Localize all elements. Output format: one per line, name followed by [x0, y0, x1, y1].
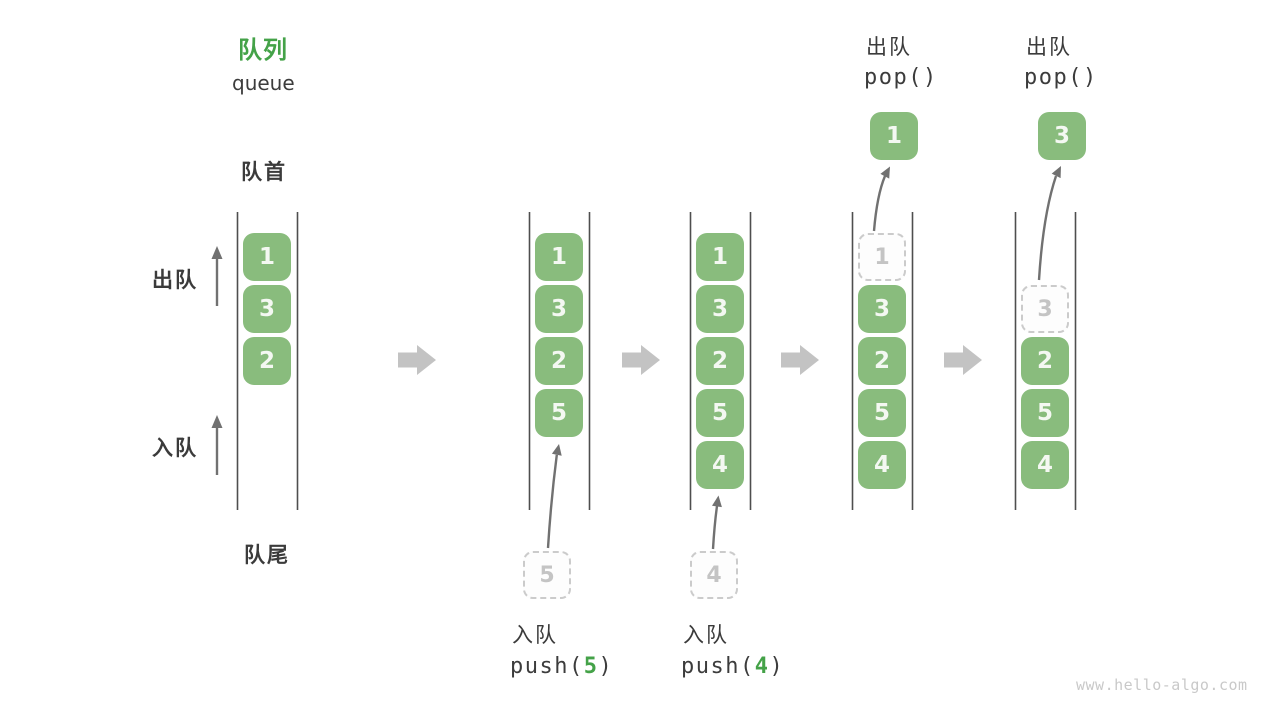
queue5-item: 4 [1021, 441, 1069, 489]
queue4-removed-item: 1 [858, 233, 906, 281]
queue3-item: 5 [696, 389, 744, 437]
pending-item-5: 5 [523, 551, 571, 599]
queue1-item: 1 [243, 233, 291, 281]
queue5-walls [1014, 212, 1077, 510]
queue2-item: 5 [535, 389, 583, 437]
queue4-walls [851, 212, 914, 510]
queue4-item: 2 [858, 337, 906, 385]
watermark: www.hello-algo.com [1076, 676, 1248, 694]
enqueue-side-label: 入队 [152, 436, 198, 460]
queue5-item: 2 [1021, 337, 1069, 385]
push4-code-pre: push( [681, 654, 755, 679]
queue3-item: 3 [696, 285, 744, 333]
pop1-arrow [872, 166, 890, 232]
queue2-item: 2 [535, 337, 583, 385]
state-transition-arrow-2 [622, 345, 660, 375]
pop1-code: pop() [864, 65, 938, 90]
push5-label: 入队 [512, 623, 558, 647]
push5-code-post: ) [598, 654, 614, 679]
push4-code-post: ) [769, 654, 785, 679]
push4-code-arg: 4 [754, 654, 770, 679]
push4-arrow [711, 495, 722, 550]
diagram-title: 队列 [238, 36, 288, 64]
push5-code: push(5) [510, 654, 613, 679]
queue5-item: 5 [1021, 389, 1069, 437]
push5-code-arg: 5 [583, 654, 599, 679]
pop2-arrow [1037, 166, 1061, 281]
rear-label: 队尾 [244, 543, 290, 567]
push5-code-pre: push( [510, 654, 584, 679]
popped-item-1: 1 [870, 112, 918, 160]
queue2-walls [528, 212, 591, 510]
queue4-item: 4 [858, 441, 906, 489]
queue1-item: 2 [243, 337, 291, 385]
queue1-walls [236, 212, 299, 510]
pop1-label: 出队 [866, 35, 912, 59]
diagram-subtitle: queue [232, 71, 295, 95]
queue1-item: 3 [243, 285, 291, 333]
state-transition-arrow-3 [781, 345, 819, 375]
front-label: 队首 [241, 160, 287, 184]
popped-item-2: 3 [1038, 112, 1086, 160]
queue4-item: 3 [858, 285, 906, 333]
queue3-item: 1 [696, 233, 744, 281]
queue3-item: 4 [696, 441, 744, 489]
queue5-removed-item: 3 [1021, 285, 1069, 333]
pop2-code: pop() [1024, 65, 1098, 90]
queue2-item: 3 [535, 285, 583, 333]
push4-label: 入队 [683, 623, 729, 647]
queue3-item: 2 [696, 337, 744, 385]
push4-code: push(4) [681, 654, 784, 679]
state-transition-arrow-4 [944, 345, 982, 375]
enqueue-direction-arrow [211, 415, 223, 475]
queue3-walls [689, 212, 752, 510]
pop2-label: 出队 [1026, 35, 1072, 59]
state-transition-arrow-1 [398, 345, 436, 375]
dequeue-side-label: 出队 [152, 268, 198, 292]
pending-item-4: 4 [690, 551, 738, 599]
queue4-item: 5 [858, 389, 906, 437]
queue2-item: 1 [535, 233, 583, 281]
dequeue-direction-arrow [211, 246, 223, 306]
push5-arrow [546, 444, 562, 549]
